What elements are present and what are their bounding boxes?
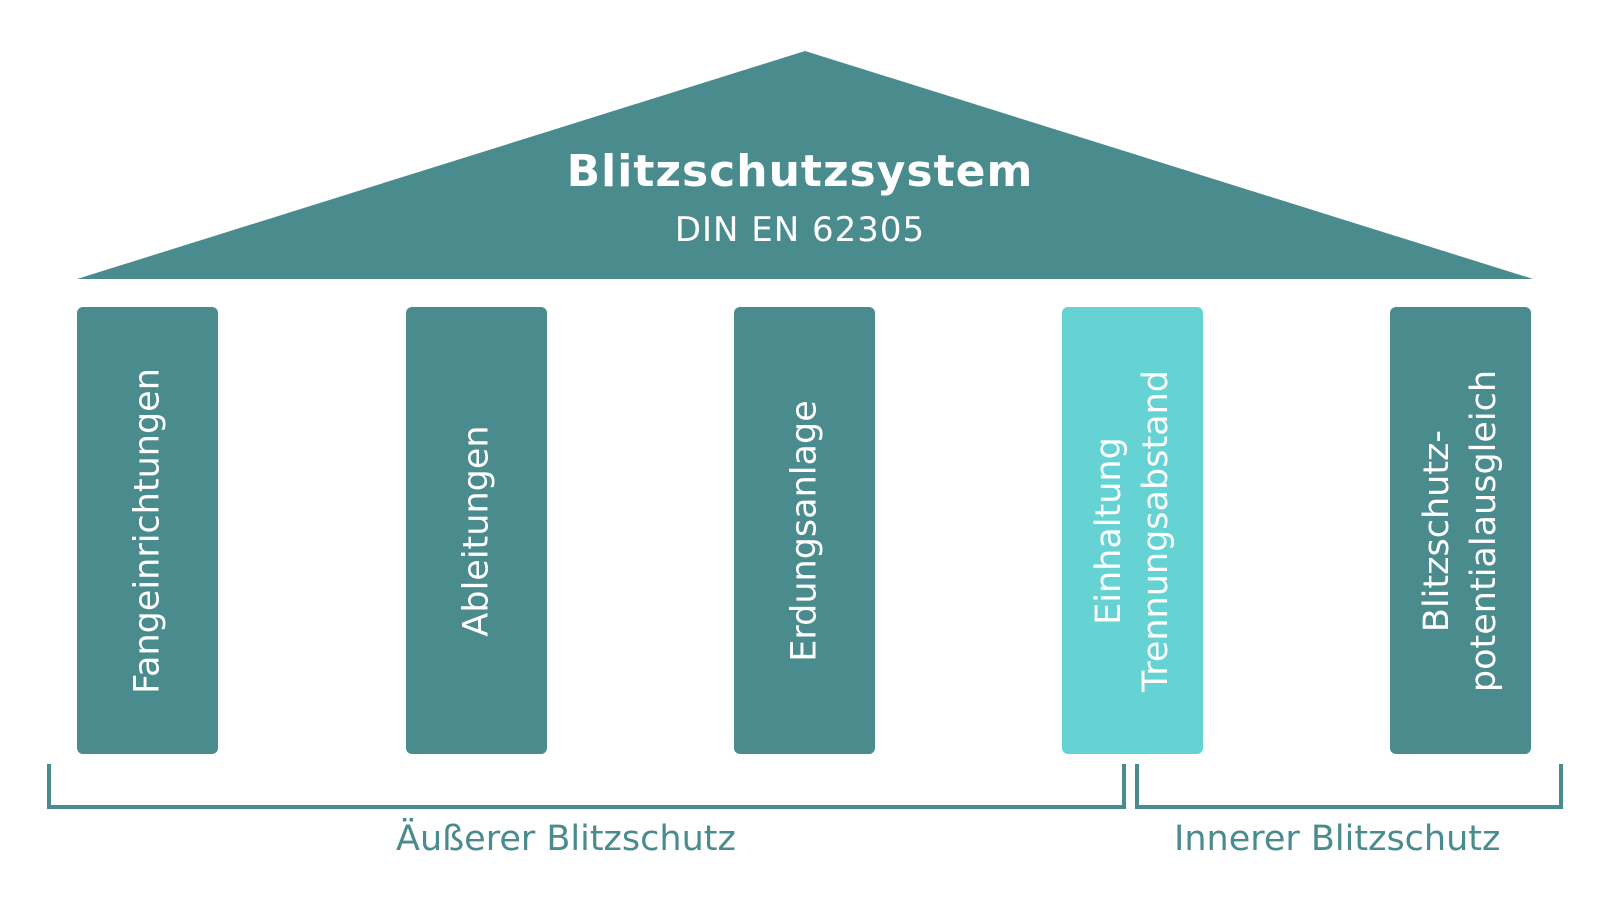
inner-protection-label: Innerer Blitzschutz	[1174, 819, 1501, 859]
outer-bracket	[47, 764, 1126, 809]
pillar-ableitungen: Ableitungen	[406, 307, 547, 754]
pillar-erdungsanlage: Erdungsanlage	[734, 307, 875, 754]
roof-title: Blitzschutzsystem	[566, 146, 1034, 197]
pillar-trennungsabstand: Einhaltung Trennungsabstand	[1062, 307, 1203, 754]
inner-bracket	[1135, 764, 1563, 809]
outer-protection-label: Äußerer Blitzschutz	[396, 819, 736, 859]
pillar-potentialausgleich: Blitzschutz- potentialausgleich	[1390, 307, 1531, 754]
roof-subtitle: DIN EN 62305	[674, 210, 926, 250]
pillar-fangeinrichtungen: Fangeinrichtungen	[77, 307, 218, 754]
